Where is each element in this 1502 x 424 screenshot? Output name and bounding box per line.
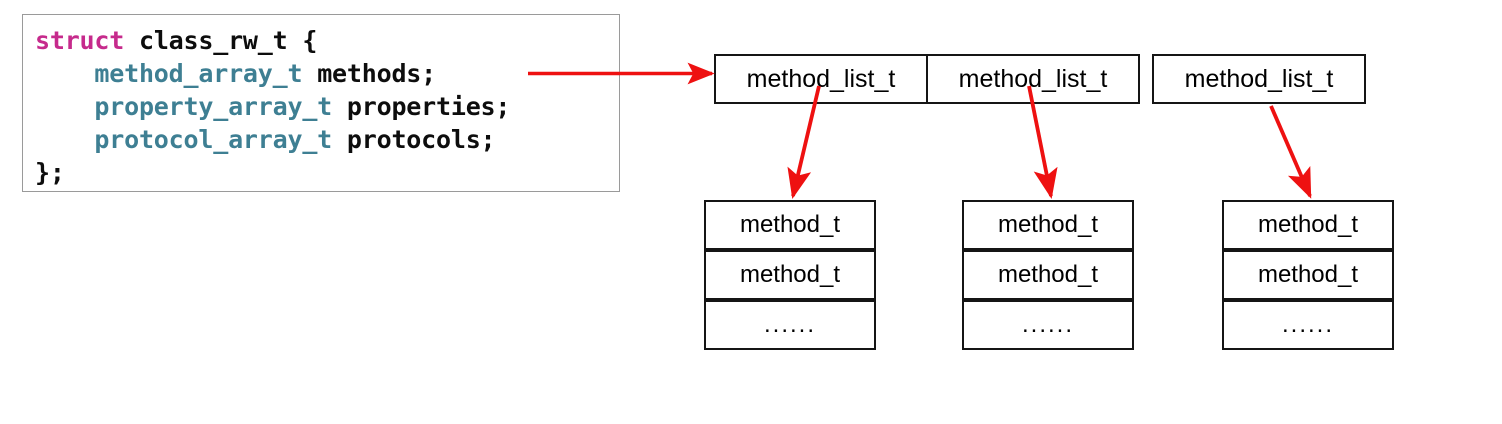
arrow-list2-to-column2 <box>1269 105 1312 199</box>
method-cell-2-1: method_t <box>1222 250 1394 300</box>
method-cell-label: ...... <box>1281 311 1334 338</box>
code-line-4: }; <box>35 156 510 189</box>
method-cell-label: method_t <box>1257 261 1359 288</box>
code-line-2: property_array_t properties; <box>35 90 510 123</box>
code-token-identifier: protocols; <box>346 125 496 154</box>
method-list-box-2: method_list_t <box>1152 54 1366 104</box>
code-token-identifier: class_rw_t { <box>138 26 318 55</box>
method-cell-2-2: ...... <box>1222 300 1394 350</box>
method-cell-label: method_t <box>997 261 1099 288</box>
struct-code-block: struct class_rw_t { method_array_t metho… <box>22 14 620 192</box>
method-cell-label: method_t <box>739 261 841 288</box>
method-cell-label: method_t <box>739 211 841 238</box>
code-token-identifier: }; <box>35 158 65 187</box>
code-line-1: method_array_t methods; <box>35 57 510 90</box>
method-cell-1-0: method_t <box>962 200 1134 250</box>
method-cell-0-2: ...... <box>704 300 876 350</box>
method-cell-0-0: method_t <box>704 200 876 250</box>
method-list-box-1: method_list_t <box>926 54 1140 104</box>
method-list-label: method_list_t <box>746 64 896 93</box>
method-list-box-0: method_list_t <box>714 54 928 104</box>
code-token-type: property_array_t <box>94 92 347 121</box>
code-line-0: struct class_rw_t { <box>35 24 510 57</box>
code-token-identifier <box>35 125 94 154</box>
code-lines: struct class_rw_t { method_array_t metho… <box>35 24 510 189</box>
code-token-keyword: struct <box>35 26 139 55</box>
method-cell-label: ...... <box>1021 311 1074 338</box>
method-cell-1-2: ...... <box>962 300 1134 350</box>
code-token-type: method_array_t <box>94 59 318 88</box>
method-cell-label: method_t <box>1257 211 1359 238</box>
method-cell-label: method_t <box>997 211 1099 238</box>
method-cell-0-1: method_t <box>704 250 876 300</box>
code-line-3: protocol_array_t protocols; <box>35 123 510 156</box>
method-cell-1-1: method_t <box>962 250 1134 300</box>
method-list-label: method_list_t <box>1184 64 1334 93</box>
code-token-identifier: methods; <box>317 59 436 88</box>
code-token-identifier <box>35 92 94 121</box>
method-list-label: method_list_t <box>958 64 1108 93</box>
method-cell-2-0: method_t <box>1222 200 1394 250</box>
code-token-identifier <box>35 59 94 88</box>
method-cell-label: ...... <box>763 311 816 338</box>
code-token-type: protocol_array_t <box>94 125 347 154</box>
code-token-identifier: properties; <box>346 92 511 121</box>
